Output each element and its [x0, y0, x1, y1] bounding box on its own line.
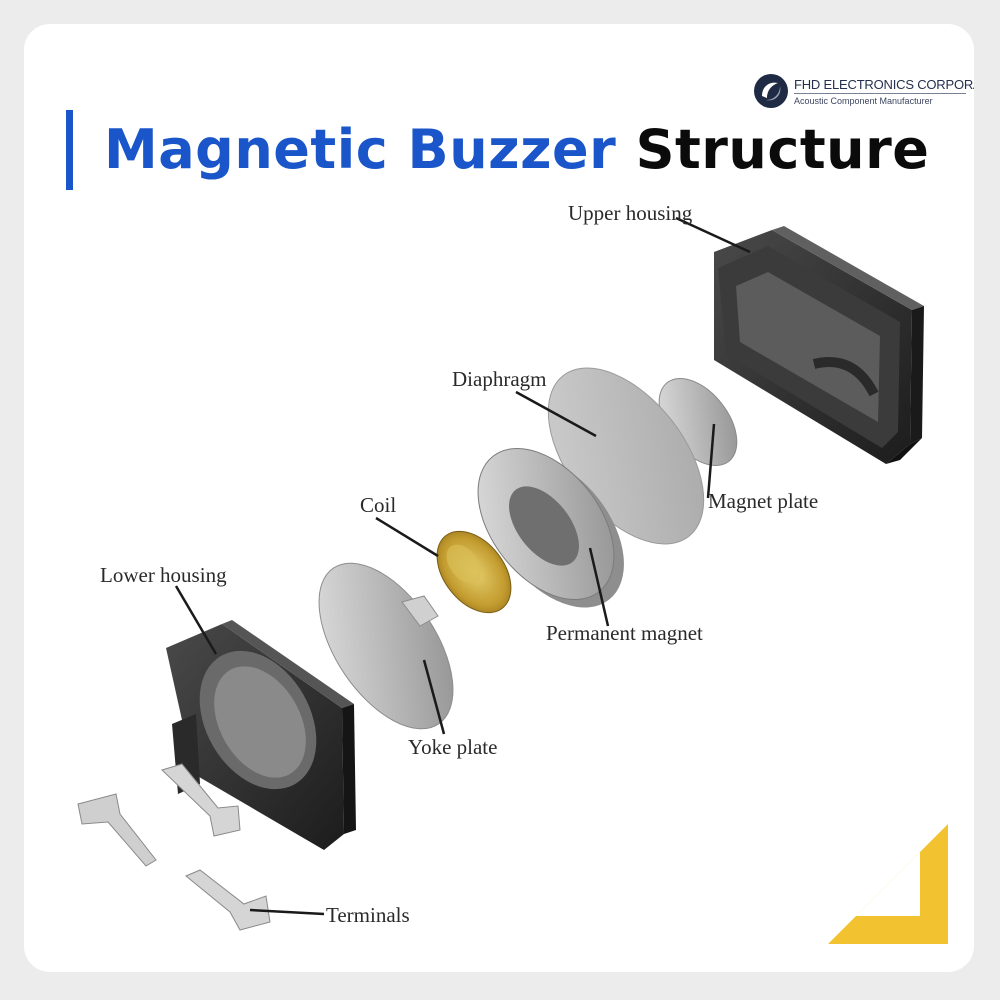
corner-accent-decoration	[828, 824, 948, 944]
leader-lines	[174, 216, 751, 916]
company-logo: FHD ELECTRONICS CORPORATION Acoustic Com…	[754, 74, 974, 110]
label-diaphragm: Diaphragm	[452, 367, 546, 391]
brand-divider	[794, 93, 966, 94]
yoke-plate-part	[318, 562, 454, 730]
title-accent-bar	[66, 110, 73, 190]
buzzer-exploded-diagram: Upper housing Diaphragm Magnet plate Coi…	[77, 201, 924, 931]
label-lower-housing: Lower housing	[100, 563, 227, 587]
upper-housing-part	[714, 226, 924, 464]
title-rest: Structure	[635, 118, 930, 181]
label-yoke-plate: Yoke plate	[408, 735, 497, 759]
coil-part	[436, 530, 512, 614]
label-magnet-plate: Magnet plate	[708, 489, 818, 513]
label-coil: Coil	[360, 493, 396, 517]
page-title: Magnetic Buzzer Structure	[104, 112, 929, 188]
label-upper-housing: Upper housing	[568, 201, 693, 225]
brand-tagline: Acoustic Component Manufacturer	[794, 96, 933, 106]
brand-name: FHD ELECTRONICS CORPORATION	[794, 77, 974, 92]
terminals-part	[77, 763, 271, 931]
lower-housing-part	[166, 620, 356, 850]
permanent-magnet-part	[477, 448, 624, 608]
label-terminals: Terminals	[326, 903, 410, 927]
logo-mark-icon	[754, 74, 788, 108]
label-permanent-magnet: Permanent magnet	[546, 621, 703, 645]
title-highlight: Magnetic Buzzer	[104, 118, 617, 181]
content-card: Magnetic Buzzer Structure FHD ELECTRONIC…	[24, 24, 974, 972]
